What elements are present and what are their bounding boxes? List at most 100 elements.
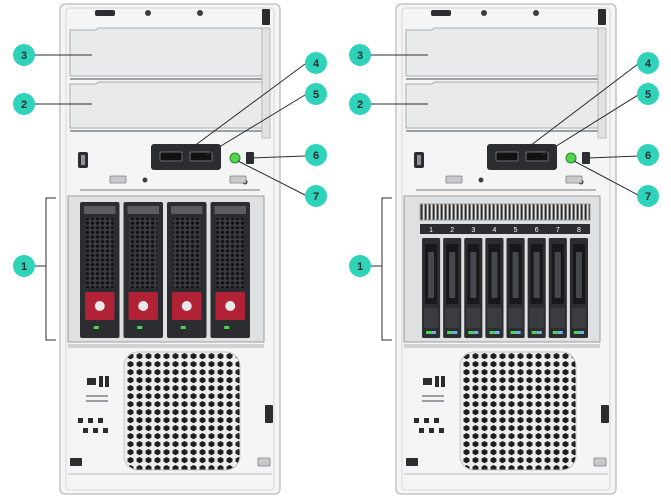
drive-status-led <box>557 331 563 334</box>
optical-bay-blank <box>69 27 263 77</box>
sff-drive-carrier[interactable] <box>422 238 441 338</box>
sff-drive-carrier[interactable] <box>569 238 588 338</box>
sff-drive-carrier[interactable] <box>485 238 504 338</box>
callout-4-label: 4 <box>313 58 320 70</box>
top-latch <box>262 9 270 25</box>
foot-left <box>406 458 418 466</box>
drive-bay-screw <box>478 177 484 183</box>
drive-status-led <box>579 331 584 334</box>
callouts-right: 3 2 4 5 6 7 1 <box>349 44 659 341</box>
drive-lever[interactable] <box>470 252 477 298</box>
callouts-left: 3 2 4 5 6 7 1 <box>13 44 327 341</box>
lff-drive-carrier[interactable] <box>80 202 120 338</box>
drive-bay-screw <box>142 177 148 183</box>
power-button <box>565 152 577 164</box>
top-vent-slot <box>431 10 451 16</box>
panel-tab <box>445 175 463 184</box>
usb-port-left-inner <box>81 155 85 165</box>
drive-status-led <box>536 331 542 334</box>
callout-7 <box>305 185 327 207</box>
panel-tab <box>109 175 127 184</box>
drive-bezel <box>529 308 544 328</box>
drive-activity-led <box>137 326 143 329</box>
callout-4-label: 4 <box>645 58 652 70</box>
drive-activity-led <box>573 331 579 334</box>
callout-2-label: 2 <box>21 99 27 111</box>
callout-1 <box>349 255 371 277</box>
bay-divider <box>70 130 268 132</box>
callout-2 <box>349 93 371 115</box>
leader-line <box>517 63 639 156</box>
slot-number-label: 2 <box>450 227 454 234</box>
side-latch <box>601 405 609 423</box>
callout-6-label: 6 <box>645 150 651 162</box>
callout-3 <box>13 44 35 66</box>
sff-drive-carrier[interactable] <box>548 238 567 338</box>
drive-activity-led <box>93 326 99 329</box>
drive-lever[interactable] <box>428 252 435 298</box>
drive-lever[interactable] <box>533 252 540 298</box>
slot-number-label: 7 <box>556 227 560 234</box>
top-vent-slot <box>95 10 115 16</box>
optical-bay-blank <box>69 81 263 129</box>
side-rail <box>597 27 607 139</box>
callout-3 <box>349 44 371 66</box>
drive-activity-led <box>468 331 474 334</box>
uid-button <box>246 152 254 164</box>
panel-tab <box>565 175 583 184</box>
lff-drive-carrier[interactable] <box>123 202 164 338</box>
sff-drive-carrier[interactable] <box>506 238 525 338</box>
slot-number-label: 8 <box>577 227 581 234</box>
leader-line <box>587 155 639 159</box>
drive-latch-top <box>171 206 203 214</box>
chassis-inner-edge <box>401 7 611 491</box>
drive-activity-led <box>224 326 230 329</box>
sff-drive-carrier[interactable] <box>527 238 546 338</box>
drive-mesh <box>173 218 201 288</box>
callout-1-label: 1 <box>21 261 27 273</box>
top-screw <box>197 10 203 16</box>
chassis-inner-edge <box>65 7 275 491</box>
drive-lever[interactable] <box>449 252 456 298</box>
drive-latch-top <box>214 206 246 214</box>
sff-drive-carrier[interactable] <box>464 238 483 338</box>
drive-lever[interactable] <box>575 252 582 298</box>
slot-number-label: 3 <box>471 227 475 234</box>
top-screw <box>481 10 487 16</box>
drive-bezel <box>424 308 439 328</box>
callout-7 <box>637 185 659 207</box>
drive-bezel <box>550 308 565 328</box>
panel-tab <box>229 175 247 184</box>
callout-1 <box>13 255 35 277</box>
usb-port <box>159 151 183 162</box>
lff-drive-carrier[interactable] <box>167 202 207 338</box>
drive-activity-led <box>489 331 495 334</box>
label-icons <box>86 376 109 402</box>
drive-bezel <box>445 308 460 328</box>
drive-mesh <box>216 218 244 288</box>
callout-3-label: 3 <box>357 50 363 62</box>
leader-line <box>205 94 306 156</box>
callout-1-label: 1 <box>357 261 363 273</box>
drive-lever[interactable] <box>491 252 498 298</box>
sff-drive-carrier[interactable] <box>443 238 462 338</box>
callout-2 <box>13 93 35 115</box>
drive-lever[interactable] <box>554 252 561 298</box>
drive-lever[interactable] <box>512 252 519 298</box>
sff-drive-bays <box>422 238 588 338</box>
callout-6-label: 6 <box>313 150 319 162</box>
drive-activity-led <box>510 331 516 334</box>
slot-number-label: 6 <box>535 227 539 234</box>
drive-mesh <box>86 218 114 288</box>
drive-status-led <box>431 331 437 334</box>
callout-6 <box>305 144 327 166</box>
callout-2-label: 2 <box>357 99 363 111</box>
callout-5 <box>305 83 327 105</box>
power-button <box>229 152 241 164</box>
slot-number-label: 4 <box>492 227 496 234</box>
fan-grille <box>123 351 241 471</box>
lff-drive-carrier[interactable] <box>210 202 251 338</box>
